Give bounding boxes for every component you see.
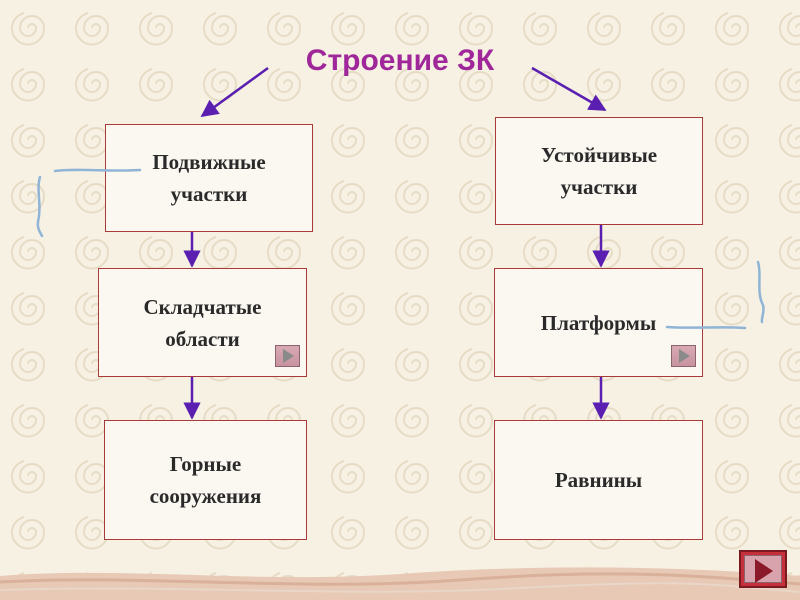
play-button-platforms[interactable]	[671, 345, 696, 367]
decorative-bottom-band	[0, 567, 800, 600]
play-button-folded-regions[interactable]	[275, 345, 300, 367]
box-folded-regions: Складчатые области	[98, 268, 307, 377]
next-arrow-icon	[744, 555, 782, 583]
box-platforms: Платформы	[494, 268, 703, 377]
box-stable-areas: Устойчивые участки	[495, 117, 703, 225]
box-plains: Равнины	[494, 420, 703, 540]
next-slide-button[interactable]	[739, 550, 787, 588]
page-title: Строение ЗК	[305, 44, 495, 77]
box-mountain-structures: Горные сооружения	[104, 420, 307, 540]
box-mobile-areas: Подвижные участки	[105, 124, 313, 232]
